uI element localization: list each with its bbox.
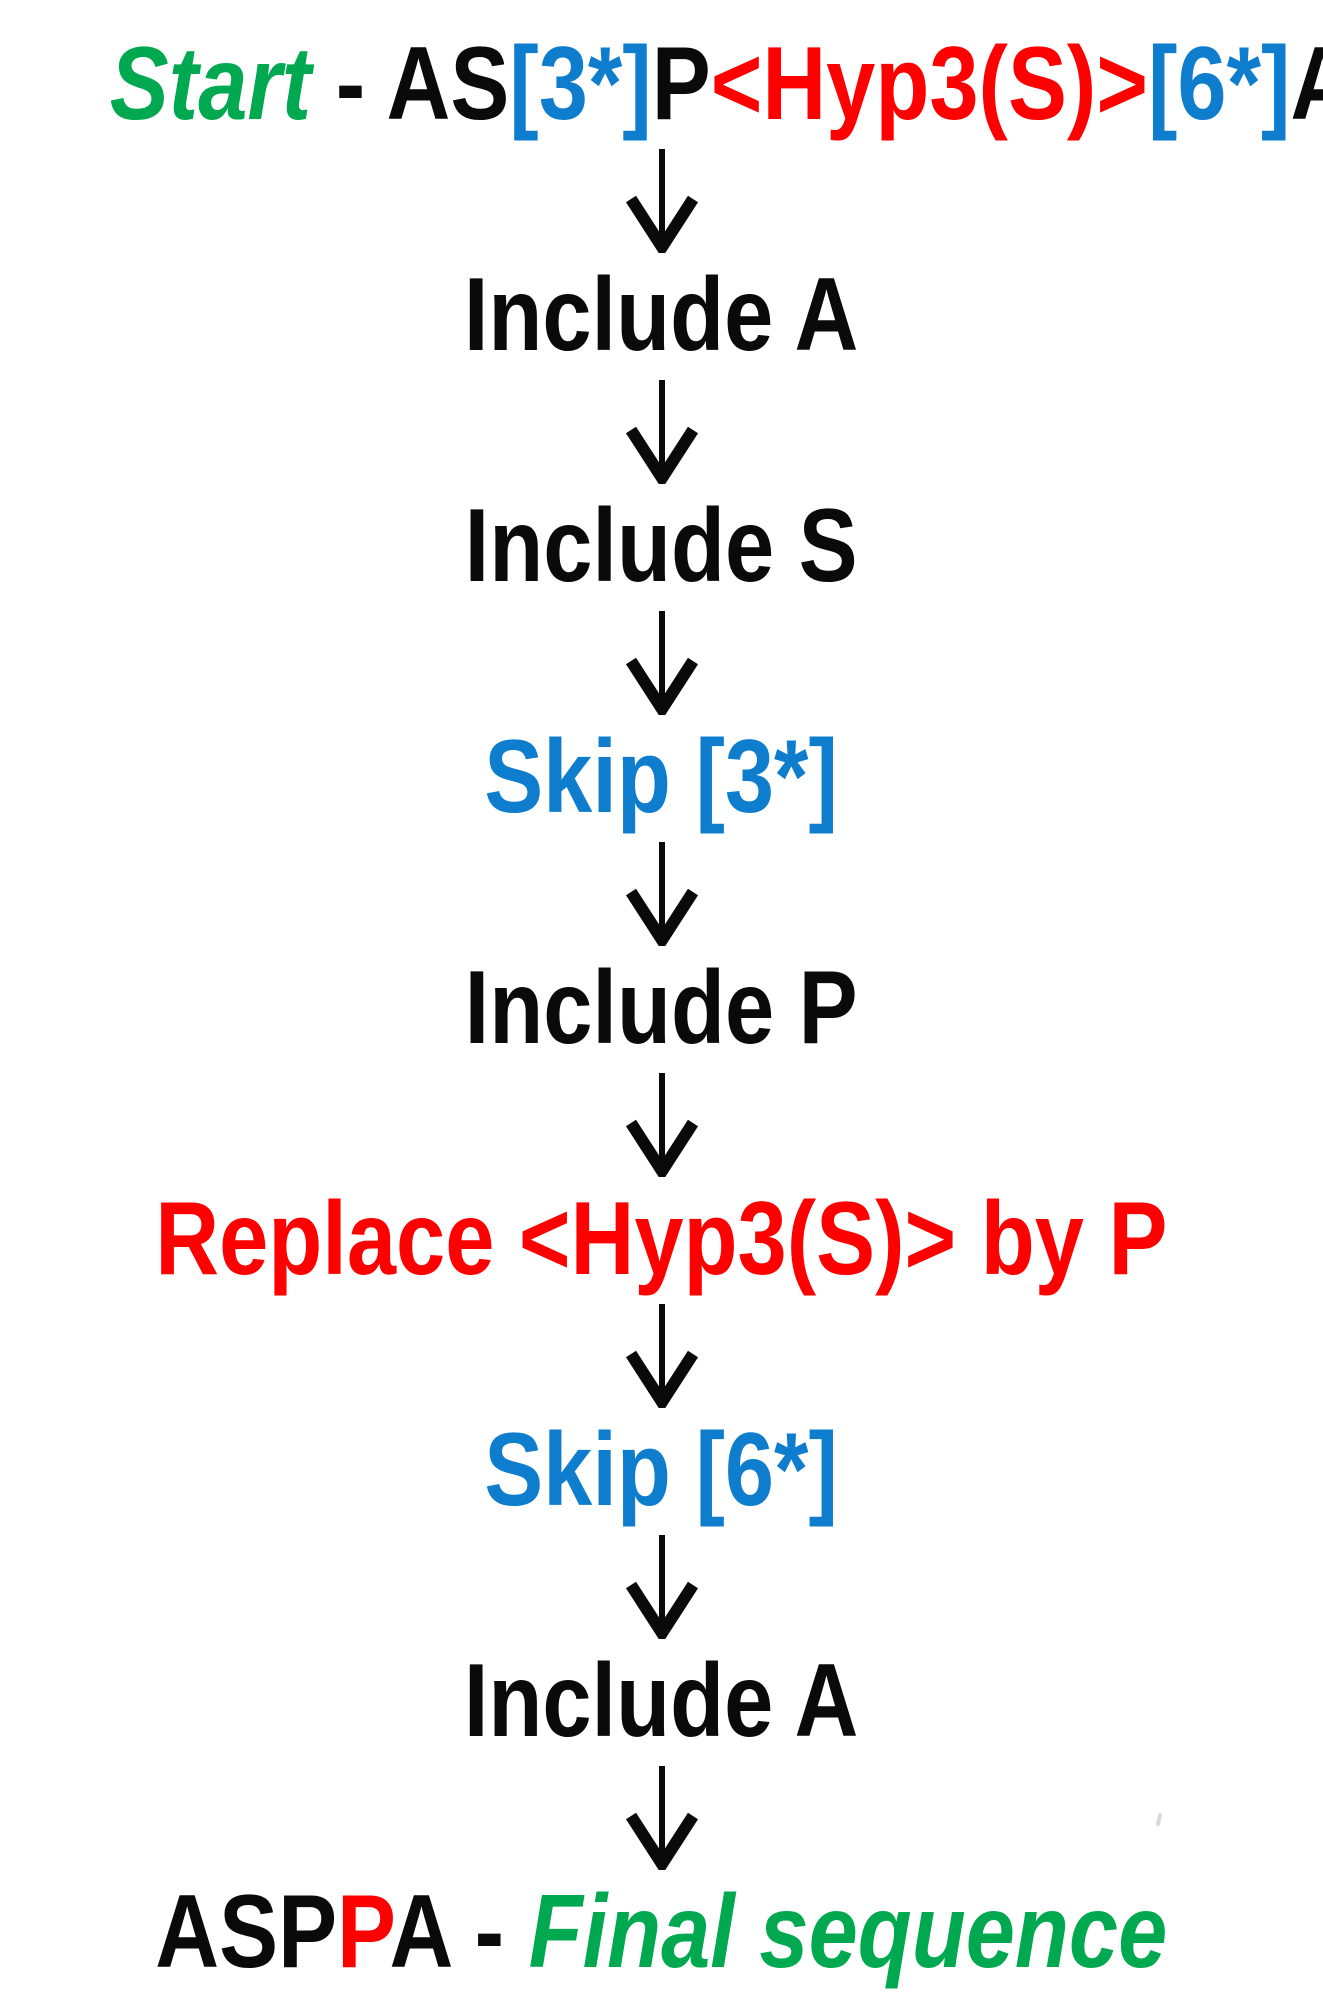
step-label: Skip [3*]	[484, 719, 839, 835]
step-include-a-1: Include A	[0, 256, 1323, 374]
flow-arrow-2	[0, 374, 1323, 487]
final-label: Final sequence	[528, 1874, 1168, 1990]
final-part-p-red: P	[337, 1874, 390, 1990]
seq-part-as: AS	[386, 26, 510, 142]
down-arrow-icon	[625, 841, 698, 946]
seq-part-a: A	[1290, 26, 1323, 142]
step-label: Include S	[465, 488, 858, 604]
start-dash: -	[311, 26, 387, 142]
step-label: Include A	[464, 1643, 859, 1759]
start-label: Start	[109, 26, 312, 142]
down-arrow-icon	[625, 148, 698, 253]
step-include-a-2: Include A	[0, 1642, 1323, 1760]
seq-part-3star: [3*]	[509, 26, 652, 142]
step-include-s: Include S	[0, 487, 1323, 605]
flow-arrow-4	[0, 836, 1323, 949]
flow-arrow-1	[0, 143, 1323, 256]
down-arrow-icon	[625, 610, 698, 715]
flow-arrow-7	[0, 1529, 1323, 1642]
step-replace-hyp3s: Replace <Hyp3(S)> by P	[0, 1180, 1323, 1298]
step-include-p: Include P	[0, 949, 1323, 1067]
down-arrow-icon	[625, 1303, 698, 1408]
flow-arrow-5	[0, 1067, 1323, 1180]
seq-part-6star: [6*]	[1147, 26, 1291, 142]
final-dash: -	[450, 1874, 529, 1990]
final-sequence-line: ASPPA - Final sequence	[0, 1873, 1323, 1991]
step-label: Include A	[464, 257, 859, 373]
start-sequence-text: Start - AS[3*]P<Hyp3(S)>[6*]A	[110, 25, 1323, 143]
step-label: Skip [6*]	[484, 1412, 839, 1528]
down-arrow-icon	[625, 1765, 698, 1870]
flow-arrow-6	[0, 1298, 1323, 1411]
start-sequence-line: Start - AS[3*]P<Hyp3(S)>[6*]A	[0, 25, 1323, 143]
flow-arrow-3	[0, 605, 1323, 718]
final-part-asp: ASP	[155, 1874, 338, 1990]
step-skip-6star: Skip [6*]	[0, 1411, 1323, 1529]
step-label: Replace <Hyp3(S)> by P	[155, 1181, 1168, 1297]
final-sequence-text: ASPPA - Final sequence	[156, 1873, 1168, 1991]
down-arrow-icon	[625, 1534, 698, 1639]
step-label: Include P	[465, 950, 858, 1066]
seq-part-p: P	[651, 26, 711, 142]
final-part-a: A	[389, 1874, 451, 1990]
flow-arrow-8	[0, 1760, 1323, 1873]
seq-part-hyp3s: <Hyp3(S)>	[710, 26, 1148, 142]
step-skip-3star: Skip [3*]	[0, 718, 1323, 836]
down-arrow-icon	[625, 379, 698, 484]
down-arrow-icon	[625, 1072, 698, 1177]
